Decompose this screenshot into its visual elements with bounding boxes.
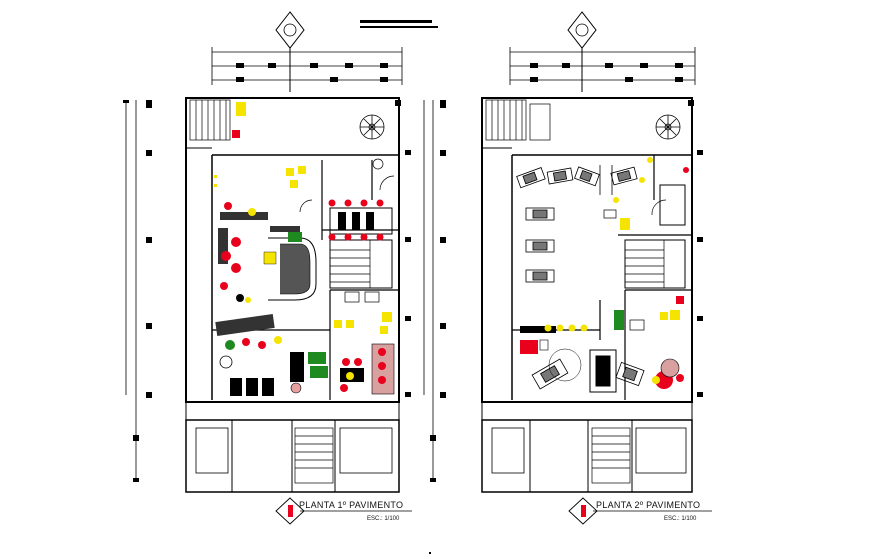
origin-mark: [429, 552, 431, 554]
plan-title-block-1: PLANTA 1º PAVIMENTO ESC.: 1/100: [275, 497, 412, 525]
dimension-lines-left: [125, 100, 137, 480]
plan-scale-2: ESC.: 1/100: [664, 516, 697, 522]
office-desks: [215, 314, 395, 396]
plan-title-block-2: PLANTA 2º PAVIMENTO ESC.: 1/100: [568, 497, 712, 525]
fixtures: [214, 102, 392, 334]
header-title-bar: [360, 20, 438, 28]
north-arrow-icon: [275, 11, 305, 92]
spiral-stair-icon: [655, 114, 681, 140]
plan-title-1: PLANTA 1º PAVIMENTO: [299, 500, 403, 510]
plan-scale-1: ESC.: 1/100: [367, 516, 400, 522]
floor-plan-2: PLANTA 2º PAVIMENTO ESC.: 1/100: [423, 11, 712, 525]
north-arrow-icon: [567, 11, 597, 92]
fixtures: [520, 157, 689, 389]
waiting-furniture: [218, 202, 300, 303]
floor-plan-1: PLANTA 1º PAVIMENTO ESC.: 1/100: [123, 11, 412, 525]
stairs-icon: [485, 99, 686, 484]
building-outline: [185, 97, 400, 493]
stairs-icon: [189, 99, 393, 484]
reception-desk: [263, 232, 317, 301]
plan-title-2: PLANTA 2º PAVIMENTO: [596, 500, 700, 510]
conference-table: [328, 199, 393, 241]
workstations: [516, 165, 645, 390]
spiral-stair-icon: [359, 114, 385, 140]
dimension-lines-left: [423, 100, 434, 480]
building-outline: [481, 97, 693, 493]
dimension-lines-top: [509, 47, 696, 85]
